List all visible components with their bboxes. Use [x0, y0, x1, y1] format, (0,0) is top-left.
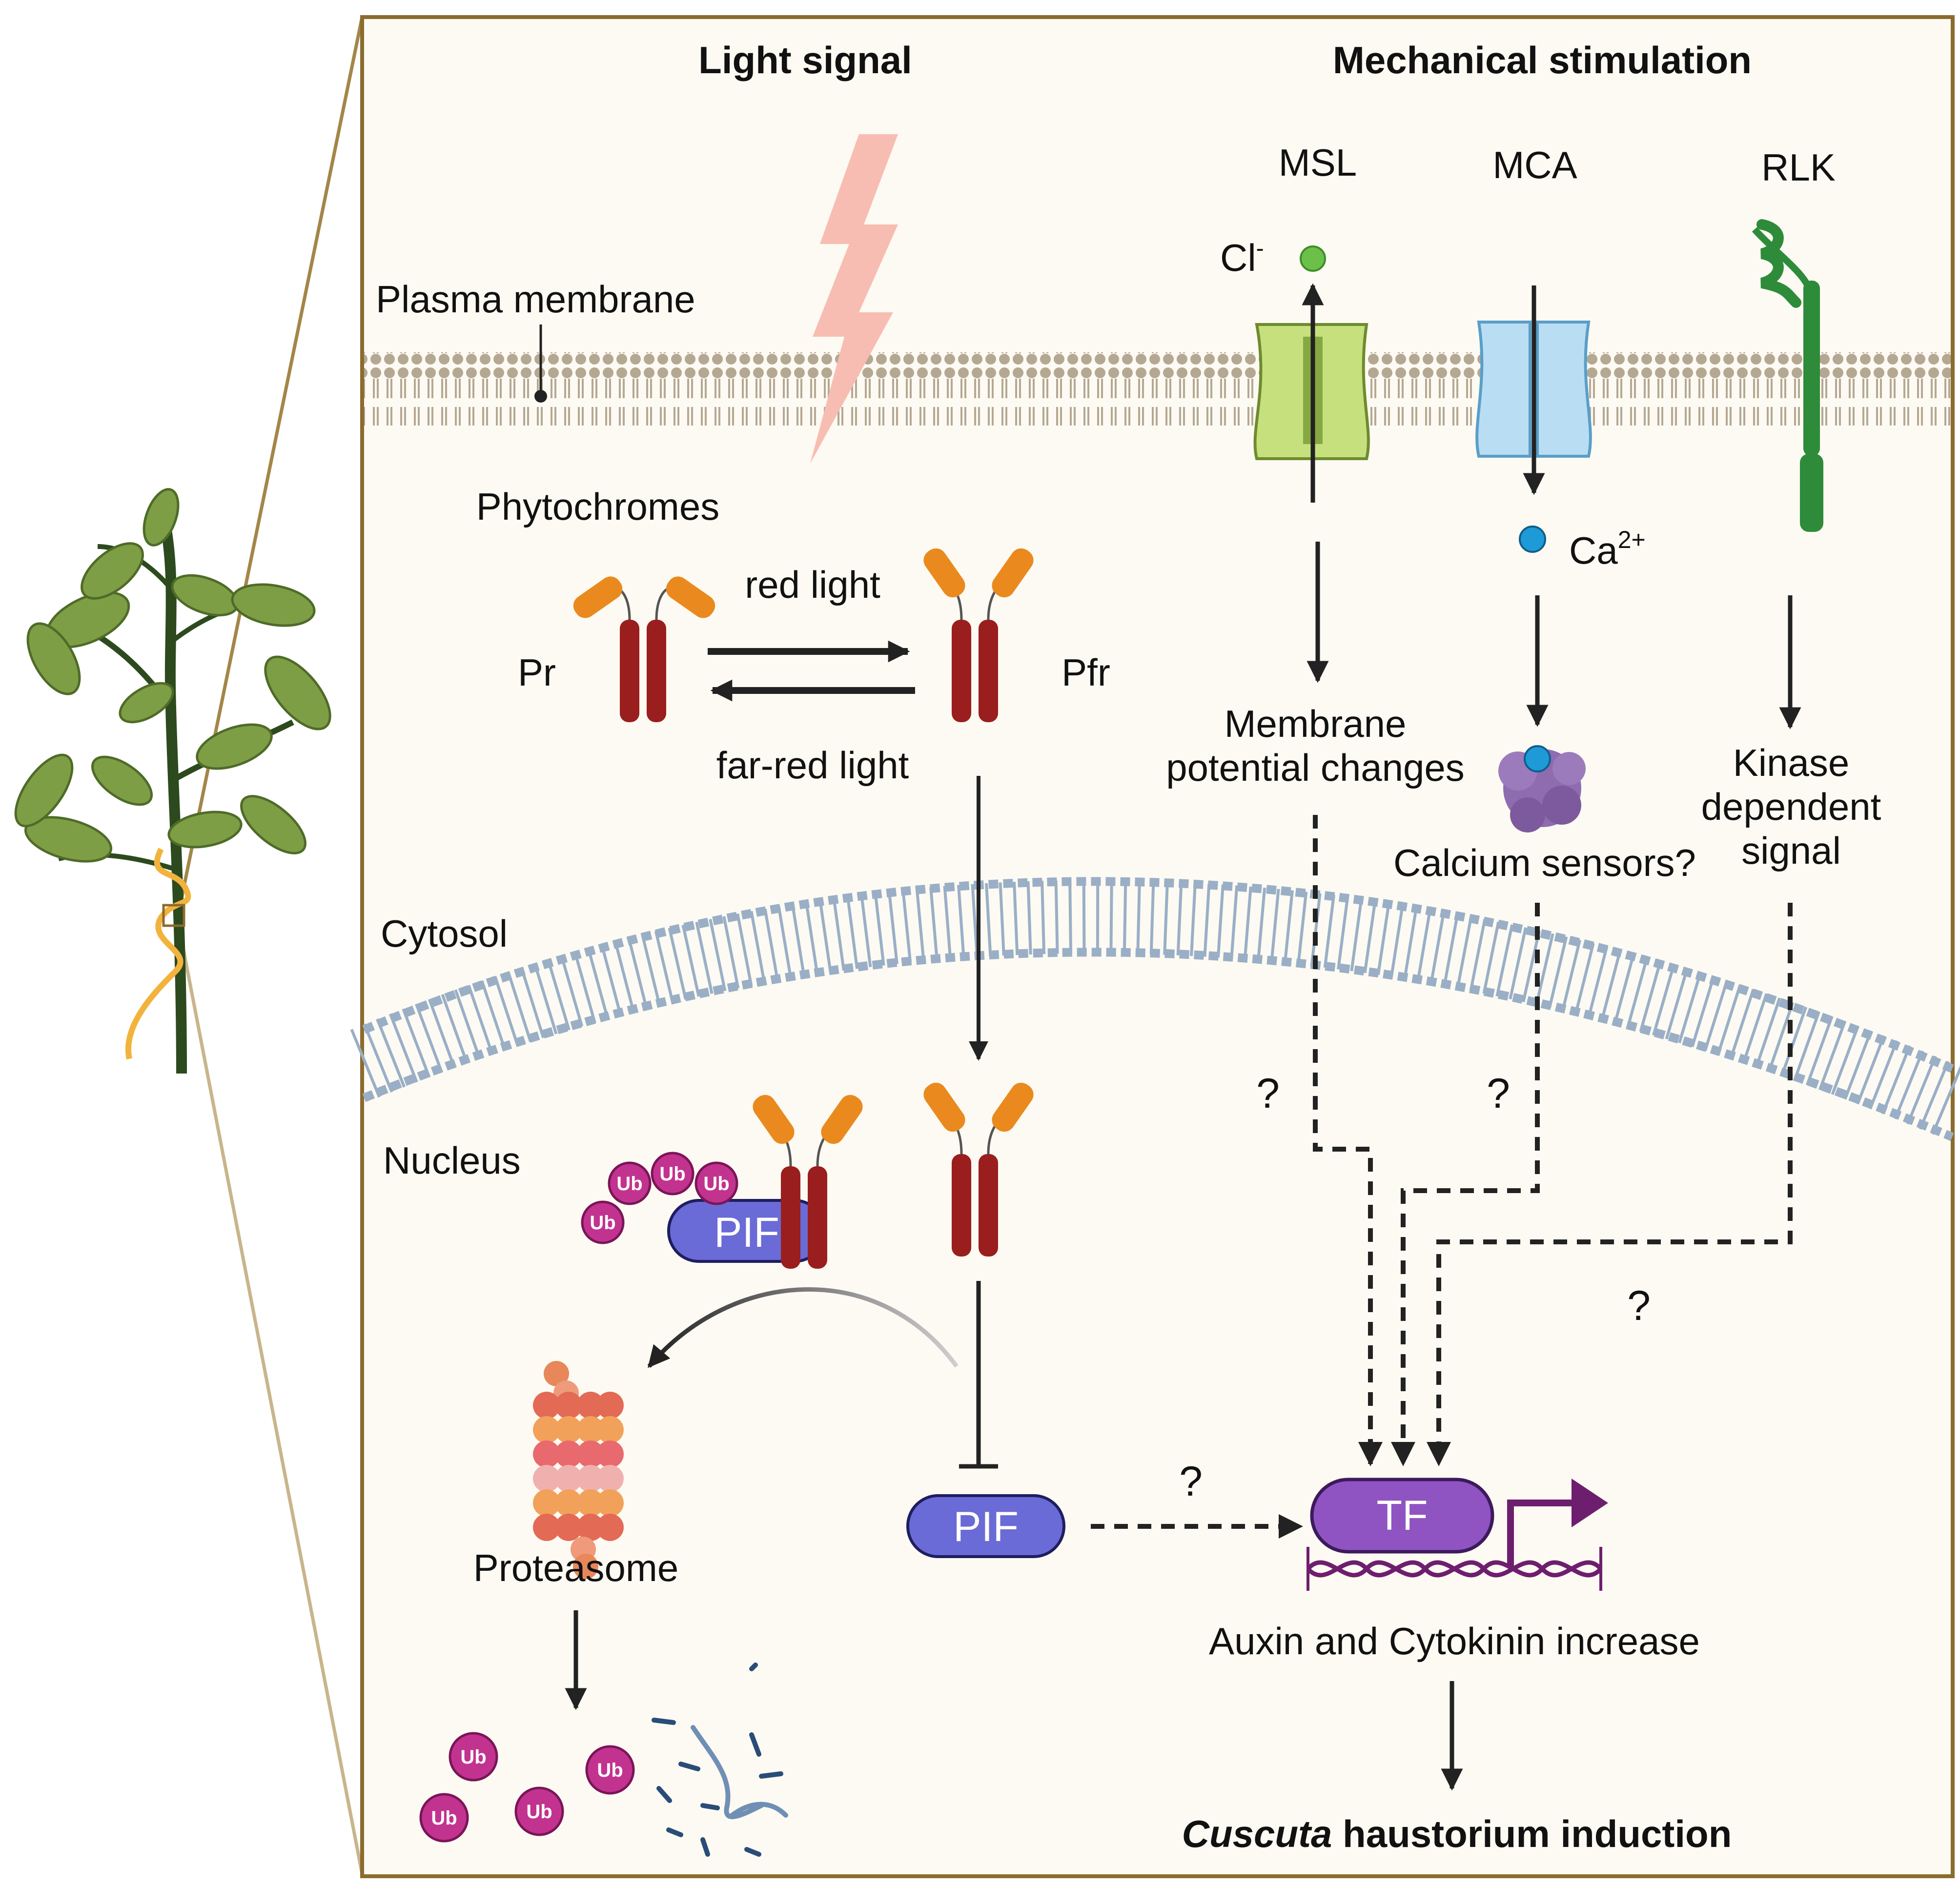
pif-protein-free: PIF	[906, 1494, 1065, 1558]
phytochrome-pfr-nuclear	[923, 1082, 1034, 1257]
host-plant-illustration	[14, 488, 331, 1074]
calcium-sensor-icon	[1498, 745, 1586, 832]
released-ubiquitins: Ub Ub Ub Ub	[419, 1732, 635, 1843]
mca-channel-icon	[1475, 321, 1592, 458]
phytochrome-pr	[573, 576, 715, 722]
label-membrane-potential-2: potential changes	[1166, 746, 1464, 789]
plasma-membrane	[364, 352, 1951, 426]
transcription-start-arrowhead	[1572, 1479, 1608, 1527]
transcription-start-arrow	[1507, 1500, 1576, 1566]
label-far-red-light: far-red light	[716, 744, 909, 787]
ub-label-8: Ub	[597, 1760, 623, 1781]
question-mark-rlk: ?	[1627, 1282, 1651, 1329]
tf-label: TF	[1376, 1492, 1428, 1539]
label-nucleus: Nucleus	[383, 1139, 521, 1182]
ub-label-5: Ub	[460, 1746, 486, 1768]
label-plasma-membrane: Plasma membrane	[376, 278, 695, 321]
label-ca-ion: Ca2+	[1569, 526, 1646, 572]
label-pfr: Pfr	[1062, 651, 1110, 694]
question-mark-msl: ?	[1256, 1070, 1280, 1117]
label-pr: Pr	[518, 651, 556, 694]
label-msl: MSL	[1279, 141, 1357, 184]
nuclear-membrane-outer	[362, 877, 1954, 1073]
plasma-membrane-pointer-dot	[534, 390, 547, 403]
label-hormones: Auxin and Cytokinin increase	[1209, 1620, 1700, 1663]
peptide-fragments	[652, 1663, 788, 1857]
label-cl-ion: Cl-	[1220, 236, 1264, 279]
label-induction: Cuscuta haustorium induction	[1182, 1812, 1732, 1855]
pif-phytochrome-complex: PIF	[667, 1095, 863, 1269]
label-calcium-sensors: Calcium sensors?	[1393, 841, 1696, 884]
lightning-bolt-icon	[810, 134, 898, 464]
pif-label-bound: PIF	[714, 1209, 779, 1256]
proteasome-icon	[533, 1361, 624, 1579]
label-mca: MCA	[1492, 143, 1577, 186]
phytochrome-pfr	[923, 548, 1034, 722]
label-cytosol: Cytosol	[381, 912, 508, 955]
ub-label-7: Ub	[526, 1801, 552, 1823]
ub-label-1: Ub	[590, 1212, 615, 1234]
arrow-to-proteasome	[647, 1287, 959, 1368]
diagram-panel	[360, 15, 1955, 1878]
nuclear-membrane-inner	[362, 948, 1954, 1141]
ub-label-4: Ub	[703, 1173, 729, 1195]
rlk-receptor-icon	[1752, 219, 1823, 532]
dashed-path-msl	[1313, 815, 1383, 1466]
label-kinase-3: signal	[1741, 829, 1841, 872]
ca-ion-icon	[1519, 526, 1546, 553]
question-mark-pif: ?	[1179, 1458, 1203, 1505]
heading-light-signal: Light signal	[698, 39, 912, 81]
label-rlk: RLK	[1761, 146, 1836, 189]
ubiquitin-chain: Ub Ub Ub Ub	[581, 1152, 738, 1244]
ub-label-3: Ub	[659, 1163, 685, 1185]
transcription-factor: TF	[1310, 1478, 1494, 1554]
label-proteasome: Proteasome	[473, 1546, 679, 1589]
ub-label-6: Ub	[431, 1807, 457, 1829]
zoom-line-top	[176, 17, 364, 915]
dashed-path-rlk	[1427, 903, 1793, 1466]
pif-label-free: PIF	[953, 1503, 1019, 1550]
dna-helix-icon	[1306, 1547, 1603, 1591]
label-kinase-1: Kinase	[1733, 741, 1850, 784]
label-red-light: red light	[745, 563, 880, 606]
label-membrane-potential-1: Membrane	[1225, 702, 1407, 745]
zoom-line-bottom	[176, 922, 364, 1874]
cl-ion-icon	[1300, 245, 1326, 272]
ub-label-2: Ub	[616, 1173, 642, 1195]
label-kinase-2: dependent	[1701, 785, 1881, 828]
label-phytochromes: Phytochromes	[476, 485, 720, 528]
dashed-path-mca	[1391, 903, 1540, 1466]
question-mark-mca: ?	[1487, 1070, 1510, 1117]
heading-mechanical-stimulation: Mechanical stimulation	[1333, 39, 1752, 81]
